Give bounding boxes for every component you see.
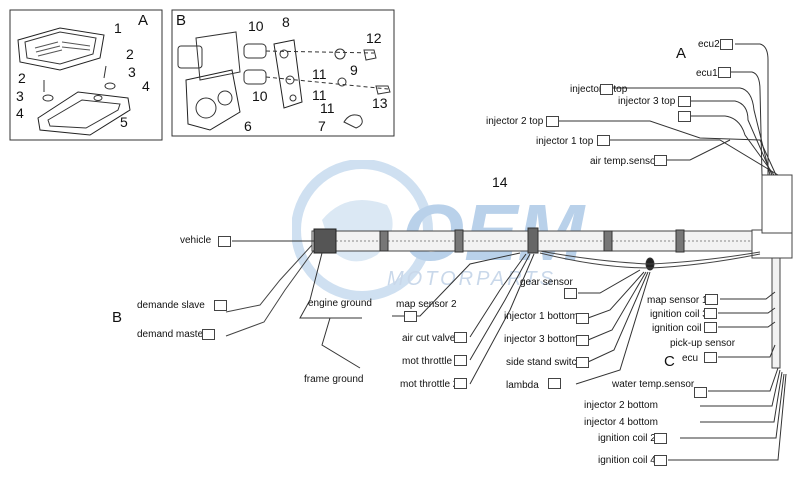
connector-box <box>654 433 667 444</box>
part-number: 11 <box>312 87 327 103</box>
connector-box <box>704 308 717 319</box>
connector-box <box>404 311 417 322</box>
part-number: 10 <box>252 88 268 104</box>
connector-label-demand-master: demand master <box>137 329 207 340</box>
connector-label-ecu1: ecu1 <box>696 68 718 79</box>
connector-label-ignition-coil-4: ignition coil 4 <box>598 455 656 466</box>
connector-label-injector-4-top: injector 4 top <box>570 84 628 95</box>
connector-label-gear-sensor: gear sensor <box>520 277 573 288</box>
harness-number: 14 <box>492 174 508 190</box>
connector-box <box>654 455 667 466</box>
connector-box <box>214 300 227 311</box>
connector-box <box>597 135 610 146</box>
connector-label-mot-throttle-1: mot throttle 1 <box>402 356 461 367</box>
part-number: 4 <box>16 105 24 121</box>
connector-label-map-sensor-2: map sensor 2 <box>396 299 457 310</box>
connector-box <box>678 96 691 107</box>
connector-box <box>704 352 717 363</box>
connector-label-demande-slave: demande slave <box>137 300 205 311</box>
part-number: 6 <box>244 118 252 134</box>
connector-label-lambda: lambda <box>506 380 539 391</box>
ecu-body <box>17 27 105 71</box>
connector-box <box>576 357 589 368</box>
ecu-bracket <box>37 91 131 136</box>
connector-label-ignition-coil-3: ignition coil 3 <box>650 309 708 320</box>
part-number: 2 <box>18 70 26 86</box>
connector-box <box>202 329 215 340</box>
connector-label-engine-ground: engine ground <box>308 298 372 309</box>
connector-label-injector-2-top: injector 2 top <box>486 116 544 127</box>
connector-label-side-stand-switch: side stand switch <box>506 357 583 368</box>
connector-box <box>718 67 731 78</box>
connector-box <box>600 84 613 95</box>
connector-label-frame-ground: frame ground <box>304 374 364 385</box>
part-number: 4 <box>142 78 150 94</box>
connector-label-map-sensor-1: map sensor 1 <box>647 295 708 306</box>
connector-box <box>454 355 467 366</box>
part-number: 10 <box>248 18 264 34</box>
part-number: 3 <box>16 88 24 104</box>
connector-box <box>546 116 559 127</box>
connector-box <box>678 111 691 122</box>
part-number: 7 <box>318 118 326 134</box>
connector-box <box>654 155 667 166</box>
connector-label-water-temp-sensor: water temp.sensor <box>612 379 695 390</box>
section-label-b-left: B <box>112 309 123 326</box>
connector-box <box>704 322 717 333</box>
part-number: 12 <box>366 30 382 46</box>
panel-a-frame <box>9 9 163 141</box>
connector-box <box>548 378 561 389</box>
connector-box <box>454 378 467 389</box>
connector-label-injector-3-bottom: injector 3 bottom <box>504 334 578 345</box>
connector-label-pick-up-sensor: pick-up sensor <box>670 338 736 349</box>
part-number: 11 <box>320 100 335 116</box>
connector-label-injector-2-bottom: injector 2 bottom <box>584 400 658 411</box>
connector-label-vehicle: vehicle <box>180 235 212 246</box>
connector-box <box>720 39 733 50</box>
connector-label-injector-4-bottom: injector 4 bottom <box>584 417 658 428</box>
connector-label-ecu: ecu <box>682 353 699 364</box>
connector-box <box>705 294 718 305</box>
sensor-bracket <box>273 39 303 109</box>
section-label-c-right: C <box>664 353 675 370</box>
connector-label-air-temp-sensor: air temp.sensor <box>590 156 659 167</box>
connector-label-ignition-coil-1: ignition coil 1 <box>652 323 710 334</box>
connector-box <box>576 313 589 324</box>
connector-box <box>218 236 231 247</box>
part-number: 5 <box>120 114 128 130</box>
part-number: 13 <box>372 95 388 111</box>
part-number: 2 <box>126 46 134 62</box>
connector-label-injector-1-bottom: injector 1 bottom <box>504 311 578 322</box>
part-number: 11 <box>312 66 327 82</box>
connector-label-injector-3-top: injector 3 top <box>618 96 676 107</box>
connector-label-mot-throttle-2: mot throttle 2 <box>400 379 459 390</box>
connector-box <box>564 288 577 299</box>
section-label-b-top: B <box>176 12 187 29</box>
section-label-a-top: A <box>138 12 149 29</box>
part-number: 9 <box>350 62 358 78</box>
throttle-body <box>185 69 241 131</box>
part-number: 8 <box>282 14 290 30</box>
connector-label-ignition-coil-2: ignition coil 2 <box>598 433 656 444</box>
part-number: 1 <box>114 20 122 36</box>
part-number: 3 <box>128 64 136 80</box>
connector-label-injector-1-top: injector 1 top <box>536 136 594 147</box>
connector-box <box>454 332 467 343</box>
section-label-a-right: A <box>676 45 687 62</box>
panel-b-frame <box>171 9 395 137</box>
connector-label-ecu2: ecu2 <box>698 39 720 50</box>
connector-box <box>576 335 589 346</box>
connector-box <box>694 387 707 398</box>
connector-label-air-cut-valve: air cut valve <box>402 333 456 344</box>
